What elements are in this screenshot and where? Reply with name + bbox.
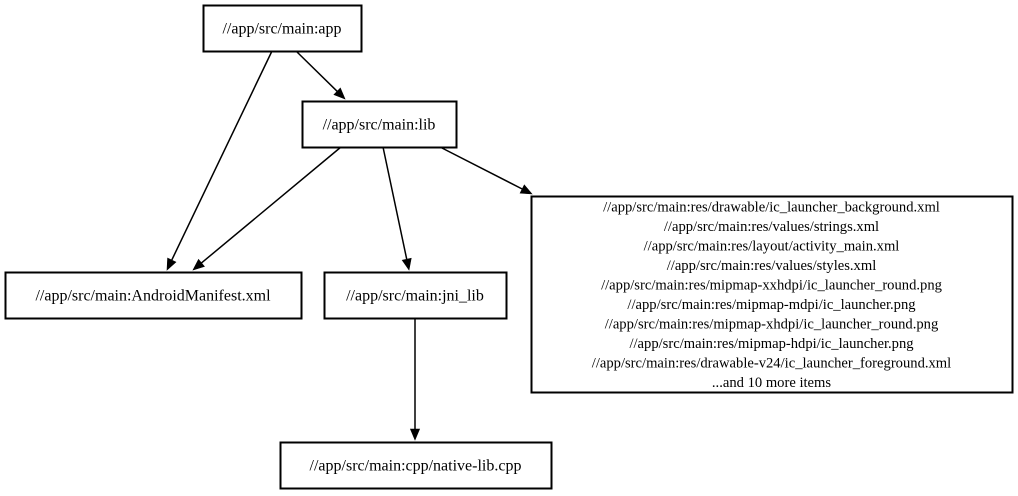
node-label-line: //app/src/main:jni_lib — [346, 288, 484, 305]
node-lib[interactable]: //app/src/main:lib — [301, 100, 458, 149]
node-label-line: //app/src/main:res/mipmap-hdpi/ic_launch… — [629, 336, 914, 352]
node-label-line: //app/src/main:res/drawable/ic_launcher_… — [603, 199, 940, 215]
node-label-line: //app/src/main:res/mipmap-xxhdpi/ic_laun… — [601, 277, 943, 293]
node-label-line: //app/src/main:res/mipmap-xhdpi/ic_launc… — [605, 316, 939, 332]
node-label-line: //app/src/main:lib — [323, 117, 436, 134]
arrowhead-icon — [333, 87, 346, 100]
edge-app-to-manifest — [166, 50, 273, 271]
arrowhead-icon — [192, 258, 205, 271]
arrowhead-icon — [401, 257, 412, 271]
edge-lib-to-manifest — [192, 146, 342, 271]
node-jni_lib[interactable]: //app/src/main:jni_lib — [323, 271, 508, 320]
node-app[interactable]: //app/src/main:app — [202, 4, 363, 53]
edge-app-to-lib — [295, 50, 346, 100]
node-label-line: //app/src/main:res/values/styles.xml — [667, 258, 877, 274]
node-box[interactable] — [323, 271, 508, 320]
edge-line — [171, 50, 273, 261]
edge-line — [295, 50, 338, 92]
node-label-line: //app/src/main:app — [222, 21, 341, 38]
node-label-line: ...and 10 more items — [712, 375, 831, 391]
arrowhead-icon — [166, 257, 177, 271]
edge-lib-to-jni-lib — [382, 146, 412, 271]
node-box[interactable] — [202, 4, 363, 53]
node-label-line: //app/src/main:res/values/strings.xml — [664, 219, 879, 235]
edge-line — [439, 146, 523, 190]
arrowhead-icon — [409, 428, 421, 441]
node-label-line: //app/src/main:AndroidManifest.xml — [35, 288, 271, 305]
node-box[interactable] — [4, 271, 303, 320]
node-resources[interactable]: //app/src/main:res/drawable/ic_launcher_… — [530, 195, 1014, 394]
node-label-line: //app/src/main:res/mipmap-mdpi/ic_launch… — [627, 297, 916, 313]
node-label-line: //app/src/main:res/drawable-v24/ic_launc… — [592, 355, 951, 371]
nodes-layer: //app/src/main:app //app/src/main:lib //ap… — [4, 4, 1014, 490]
edge-lib-to-resources — [439, 146, 533, 195]
edge-line — [382, 146, 408, 260]
node-manifest[interactable]: //app/src/main:AndroidManifest.xml — [4, 271, 303, 320]
edge-jni-lib-to-native — [409, 318, 421, 441]
arrowhead-icon — [519, 184, 533, 195]
node-box[interactable] — [530, 195, 1014, 394]
node-box[interactable] — [301, 100, 458, 149]
node-label-line: //app/src/main:cpp/native-lib.cpp — [310, 458, 522, 475]
node-label-line: //app/src/main:res/layout/activity_main.… — [644, 238, 900, 254]
node-native_lib[interactable]: //app/src/main:cpp/native-lib.cpp — [279, 441, 553, 490]
edge-line — [200, 146, 342, 264]
node-box[interactable] — [279, 441, 553, 490]
edges-layer — [166, 50, 533, 441]
